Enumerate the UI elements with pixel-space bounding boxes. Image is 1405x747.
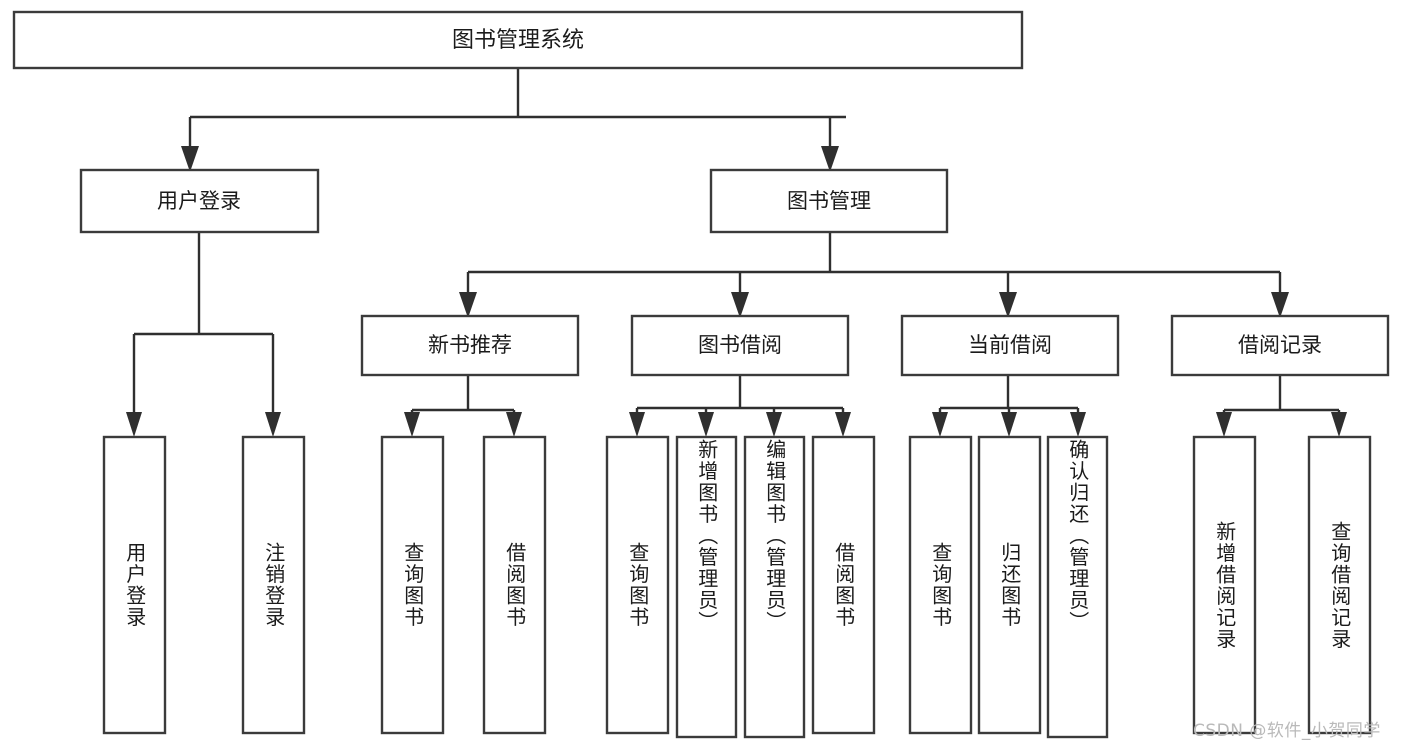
node-box-new-book-recommend[interactable] (360, 314, 580, 377)
arrow-head-user-login (181, 146, 199, 172)
watermark-text: CSDN @软件_小贺同学 (1193, 721, 1381, 741)
connector-group-book-borrow (629, 375, 851, 437)
node-box-leaf-book-borrow-1[interactable] (605, 435, 670, 735)
arrow-head-leaf-user-login-2 (265, 412, 281, 437)
node-box-leaf-book-borrow-3[interactable] (743, 435, 806, 739)
arrow-head-new-book-recommend (459, 292, 477, 318)
arrow-head-book-manage (821, 146, 839, 172)
arrow-head-leaf-current-borrow-3 (1070, 412, 1086, 437)
arrow-head-current-borrow (999, 292, 1017, 318)
arrow-head-leaf-new-book-1 (404, 412, 420, 437)
node-box-leaf-user-login-2[interactable] (241, 435, 306, 735)
arrow-head-leaf-borrow-record-2 (1331, 412, 1347, 437)
node-label-user-login: 用户登录 (157, 189, 241, 213)
node-box-leaf-user-login-1[interactable] (102, 435, 167, 735)
node-box-leaf-borrow-record-2[interactable] (1307, 435, 1372, 735)
connector-group-book-manage (459, 232, 1289, 318)
arrow-head-leaf-book-borrow-3 (766, 412, 782, 437)
node-box-user-login[interactable] (79, 168, 320, 234)
arrow-head-leaf-book-borrow-2 (698, 412, 714, 437)
node-label-current-borrow: 当前借阅 (968, 333, 1052, 357)
arrow-head-borrow-record (1271, 292, 1289, 318)
node-box-leaf-current-borrow-2[interactable] (977, 435, 1042, 735)
node-box-root[interactable] (12, 10, 1024, 70)
node-box-leaf-new-book-2[interactable] (482, 435, 547, 735)
arrow-head-leaf-book-borrow-1 (629, 412, 645, 437)
node-label-book-borrow: 图书借阅 (698, 333, 782, 357)
arrow-head-leaf-user-login-1 (126, 412, 142, 437)
arrow-head-leaf-new-book-2 (506, 412, 522, 437)
node-label-new-book-recommend: 新书推荐 (428, 333, 512, 357)
node-box-current-borrow[interactable] (900, 314, 1120, 377)
connector-group-borrow-record (1216, 375, 1347, 437)
node-label-book-manage: 图书管理 (787, 189, 871, 213)
arrow-head-leaf-book-borrow-4 (835, 412, 851, 437)
node-box-leaf-book-borrow-4[interactable] (811, 435, 876, 735)
node-label-root: 图书管理系统 (452, 28, 584, 53)
connector-group-root (181, 68, 846, 172)
node-box-book-manage[interactable] (709, 168, 949, 234)
arrow-head-leaf-borrow-record-1 (1216, 412, 1232, 437)
node-box-borrow-record[interactable] (1170, 314, 1390, 377)
connector-group-current-borrow (932, 375, 1086, 437)
node-label-borrow-record: 借阅记录 (1238, 333, 1322, 357)
connector-group-new-book-recommend (404, 375, 522, 437)
node-box-leaf-current-borrow-1[interactable] (908, 435, 973, 735)
node-box-leaf-new-book-1[interactable] (380, 435, 445, 735)
node-box-leaf-current-borrow-3[interactable] (1046, 435, 1109, 739)
node-box-book-borrow[interactable] (630, 314, 850, 377)
arrow-head-leaf-current-borrow-2 (1001, 412, 1017, 437)
node-box-leaf-book-borrow-2[interactable] (675, 435, 738, 739)
connector-group-user-login (126, 232, 281, 437)
node-box-leaf-borrow-record-1[interactable] (1192, 435, 1257, 735)
arrow-head-book-borrow (731, 292, 749, 318)
arrow-head-leaf-current-borrow-1 (932, 412, 948, 437)
